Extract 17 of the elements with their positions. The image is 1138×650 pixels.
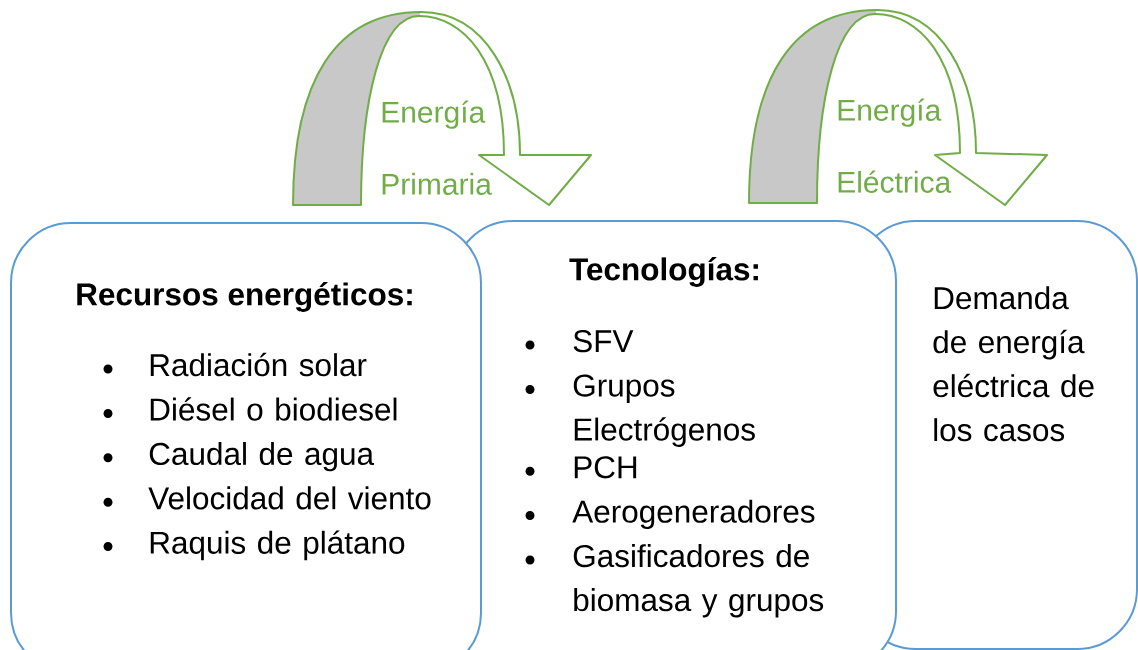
list-item: PCH [574, 456, 637, 479]
body-text: Demanda de energía eléctrica de los casos [933, 286, 1094, 442]
list-item: Grupos Electrógenos [573, 374, 755, 447]
curved-arrow [748, 9, 1048, 206]
list-heading: Tecnologías: [569, 257, 758, 287]
list-item: Velocidad del viento [148, 486, 431, 510]
edge-label: Energía Eléctrica [838, 98, 952, 193]
list-item: Radiación solar [150, 352, 367, 377]
list-item: Caudal de agua [149, 441, 375, 472]
list-item: Diésel o biodiesel [150, 397, 397, 421]
list-item: Aerogeneradores [572, 499, 815, 530]
list-item: Gasificadores de biomasa y grupos [573, 544, 824, 618]
curved-arrow [292, 11, 592, 206]
edge-label: Energía Primaria [382, 100, 492, 195]
list-item: SFV [573, 330, 634, 353]
list-heading: Recursos energéticos: [77, 282, 412, 312]
list-item: Raquis de plátano [150, 530, 405, 561]
